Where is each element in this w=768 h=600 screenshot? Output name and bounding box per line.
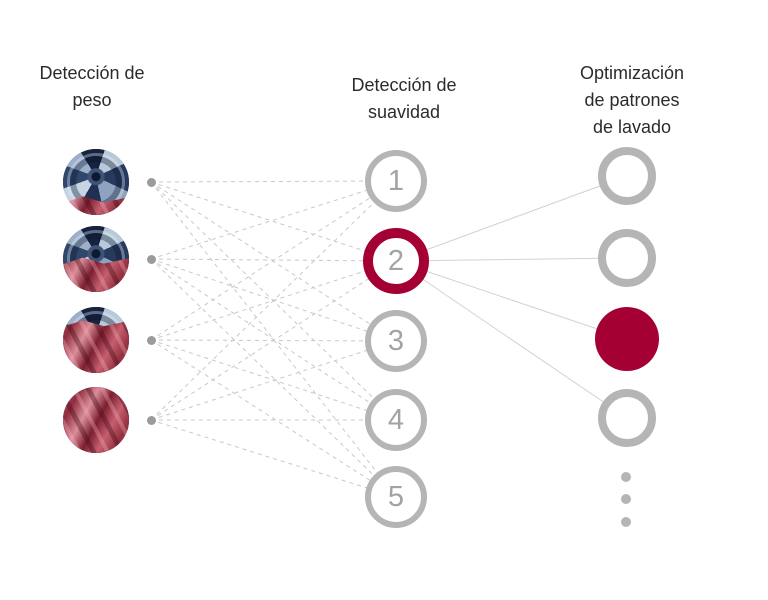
drum-photo-light-load [63, 149, 129, 215]
hidden-node-label: 3 [387, 324, 405, 357]
output-node-selected [595, 307, 659, 371]
column-title-softness-detection: Detección de suavidad [304, 72, 504, 126]
hidden-node-label: 1 [387, 164, 405, 197]
title-line: Detección de [351, 75, 457, 95]
hidden-node-5: 5 [365, 466, 427, 528]
hidden-node-label: 5 [387, 480, 405, 513]
dashed-connection-line [150, 419, 397, 498]
fabric-texture [63, 320, 129, 373]
drum-photo-large-load [63, 307, 129, 373]
title-line: peso [72, 90, 112, 110]
input-connector-dot [146, 254, 156, 264]
fabric-texture [63, 387, 129, 453]
dashed-connection-line [150, 258, 397, 498]
hidden-node-label: 4 [387, 403, 405, 436]
fabric-texture [63, 257, 129, 292]
dashed-connection-line [150, 258, 397, 421]
dashed-connection-line [150, 339, 397, 498]
ellipsis-dot [621, 472, 631, 482]
solid-connection-line [395, 260, 628, 419]
dashed-connection-line [150, 181, 397, 342]
output-node [598, 147, 656, 205]
column-title-weight-detection: Detección de peso [0, 60, 192, 114]
input-connector-dot [146, 335, 156, 345]
hidden-node-2: 2 [363, 228, 429, 294]
solid-connection-line [395, 175, 628, 262]
hidden-node-4: 4 [365, 389, 427, 451]
column-title-wash-pattern-optimization: Optimización de patrones de lavado [532, 60, 732, 141]
hidden-node-1: 1 [365, 150, 427, 212]
input-connector-dot [146, 177, 156, 187]
title-line: de lavado [592, 117, 672, 137]
ellipsis-dot [621, 517, 631, 527]
fabric-texture [63, 196, 129, 215]
output-node [598, 389, 656, 447]
drum-photo-full-load [63, 387, 129, 453]
dashed-connection-line [150, 340, 397, 421]
hidden-node-label: 2 [387, 244, 405, 277]
dashed-connection-line [150, 180, 397, 421]
solid-connection-line [395, 260, 628, 340]
dashed-connection-line [150, 181, 397, 498]
drum-photo-medium-load [63, 226, 129, 292]
dashed-connection-line [150, 260, 397, 421]
title-line: Optimización [579, 63, 685, 83]
dashed-connection-line [150, 181, 397, 262]
hidden-node-3: 3 [365, 310, 427, 372]
solid-connection-line [395, 257, 628, 262]
title-line: Detección de [39, 63, 145, 83]
dashed-connection-line [150, 180, 397, 183]
title-line: suavidad [367, 102, 441, 122]
ellipsis-dot [621, 494, 631, 504]
title-line: de patrones [584, 90, 680, 110]
output-node [598, 229, 656, 287]
dashed-connection-line [150, 180, 397, 341]
input-connector-dot [146, 415, 156, 425]
dashed-connection-line [150, 180, 397, 260]
